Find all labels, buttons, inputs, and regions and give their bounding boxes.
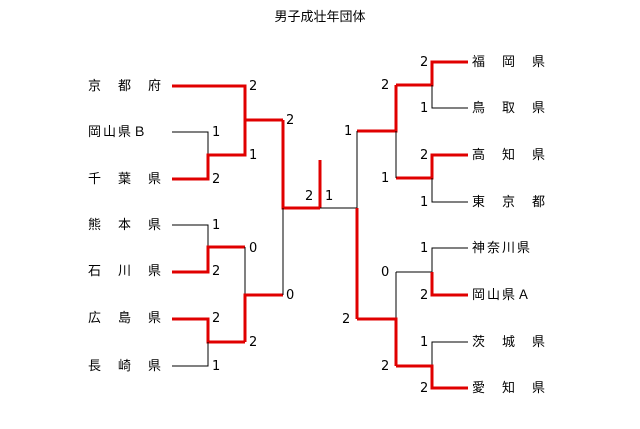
score-nagasaki-r1: 1 bbox=[212, 359, 220, 374]
score-hiroshima-semi: 0 bbox=[286, 288, 294, 303]
score-okayama-a-r2: 0 bbox=[381, 265, 389, 280]
team-kyoto: 京 都 府 bbox=[88, 79, 163, 94]
score-kochi-r2: 1 bbox=[381, 171, 389, 186]
score-tottori-r1: 1 bbox=[420, 101, 428, 116]
score-fukuoka-r1: 2 bbox=[420, 55, 428, 70]
team-kumamoto: 熊 本 県 bbox=[88, 217, 163, 233]
team-hiroshima: 広 島 県 bbox=[88, 311, 163, 326]
score-ibaraki-r1: 1 bbox=[420, 335, 428, 350]
score-kanagawa-r1: 1 bbox=[420, 241, 428, 256]
team-kochi: 高 知 県 bbox=[472, 147, 547, 163]
score-kochi-r1: 2 bbox=[420, 148, 428, 163]
team-ibaraki: 茨 城 県 bbox=[472, 335, 547, 350]
team-okayama-a: 岡山県Ａ bbox=[472, 288, 532, 303]
team-fukuoka: 福 岡 県 bbox=[472, 55, 547, 70]
score-final-left: 2 bbox=[305, 189, 313, 204]
score-final-right: 1 bbox=[325, 189, 333, 204]
score-ishikawa-r2: 0 bbox=[249, 241, 257, 256]
left-bracket-lines bbox=[172, 84, 322, 367]
score-kumamoto-r1: 1 bbox=[212, 218, 220, 233]
right-bracket-lines bbox=[320, 60, 468, 390]
team-aichi: 愛 知 県 bbox=[472, 380, 547, 396]
score-chiba-r2: 1 bbox=[249, 148, 257, 163]
score-fukuoka-r2: 2 bbox=[381, 78, 389, 93]
team-kanagawa: 神奈川県 bbox=[472, 241, 532, 256]
score-aichi-r2: 2 bbox=[381, 359, 389, 374]
score-kyoto-r2: 2 bbox=[249, 79, 257, 94]
team-okayama-b: 岡山県Ｂ bbox=[88, 125, 148, 140]
team-tokyo: 東 京 都 bbox=[472, 194, 547, 210]
score-okayama-b-r1: 1 bbox=[212, 125, 220, 140]
team-tottori: 鳥 取 県 bbox=[472, 101, 547, 116]
score-aichi-r1: 2 bbox=[420, 381, 428, 396]
score-fukuoka-semi: 1 bbox=[344, 124, 352, 139]
score-hiroshima-r1: 2 bbox=[212, 311, 220, 326]
score-tokyo-r1: 1 bbox=[420, 195, 428, 210]
score-okayama-a-r1: 2 bbox=[420, 288, 428, 303]
team-ishikawa: 石 川 県 bbox=[88, 264, 163, 279]
team-nagasaki: 長 崎 県 bbox=[88, 359, 163, 374]
score-aichi-semi: 2 bbox=[342, 312, 350, 327]
bracket-title: 男子成壮年団体 bbox=[274, 10, 365, 25]
score-chiba-r1: 2 bbox=[212, 172, 220, 187]
score-ishikawa-r1: 2 bbox=[212, 264, 220, 279]
score-kyoto-semi: 2 bbox=[286, 113, 294, 128]
score-hiroshima-r2: 2 bbox=[249, 335, 257, 350]
team-chiba: 千 葉 県 bbox=[88, 172, 163, 187]
